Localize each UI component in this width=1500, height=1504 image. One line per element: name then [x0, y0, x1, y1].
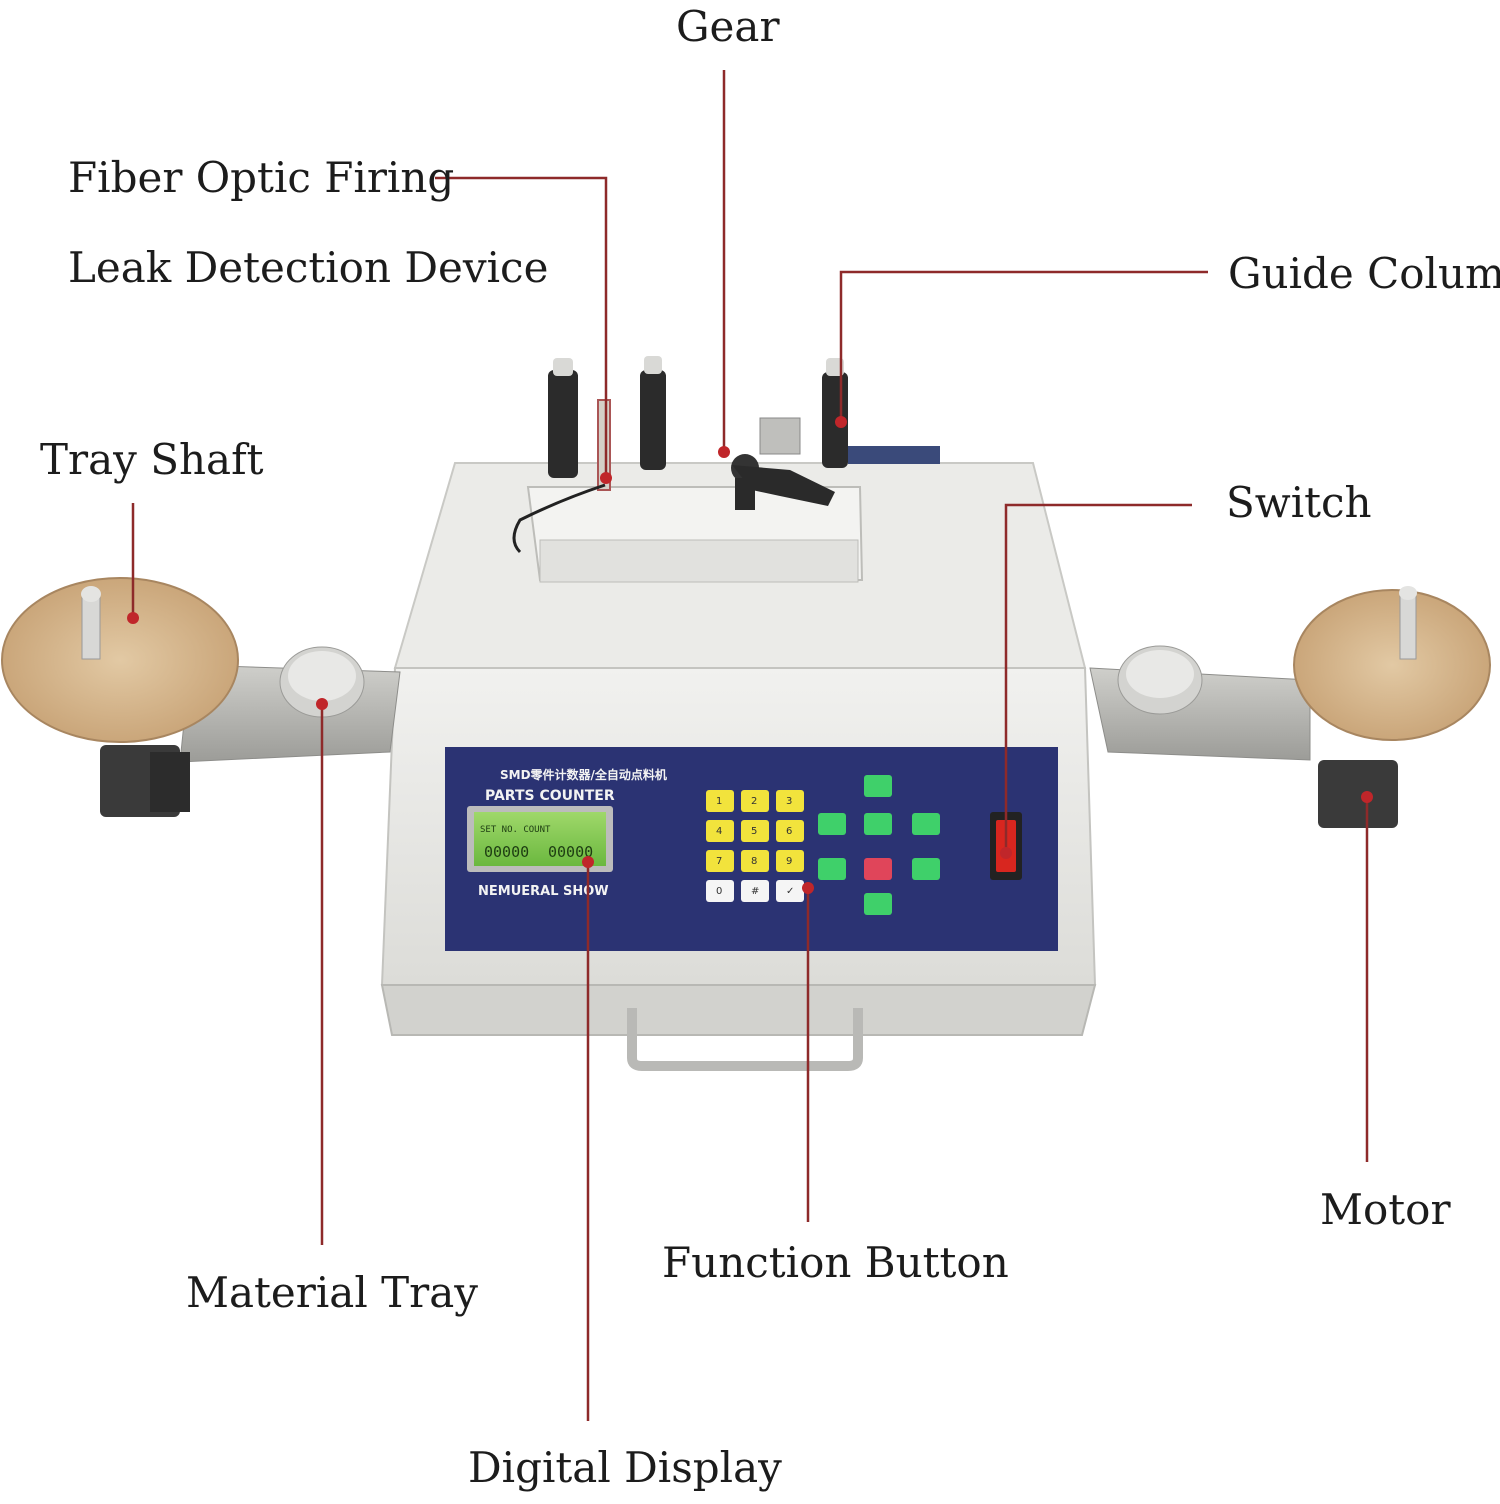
key-8-label: 8 [751, 856, 757, 867]
key-9[interactable] [776, 850, 804, 872]
carry-handle [627, 1008, 863, 1071]
guide-column-3-cap [826, 358, 844, 376]
digital-display-screen [474, 812, 606, 866]
panel-subtitle: NEMUERAL SHOW [478, 884, 609, 899]
fiber-cable [512, 483, 606, 554]
marker-function-button [802, 882, 814, 894]
machine-base [380, 984, 1097, 1036]
marker-material-tray [316, 698, 328, 710]
function-key-bottom[interactable] [864, 893, 892, 915]
marker-tray-shaft [127, 612, 139, 624]
key-7-label: 7 [716, 856, 722, 867]
right-motor-block [1318, 760, 1398, 828]
marker-gear [718, 446, 730, 458]
key-clear-label: # [751, 886, 759, 897]
key-1[interactable] [706, 790, 734, 812]
upper-mechanism [512, 356, 940, 583]
key-2-label: 2 [751, 796, 757, 807]
function-key-left[interactable] [818, 858, 846, 880]
right-tray-shaft-tip [1399, 586, 1417, 600]
key-clear[interactable] [741, 880, 769, 902]
label-gear: Gear [676, 2, 780, 51]
function-key-center-upper[interactable] [864, 813, 892, 835]
control-panel: SMD零件计数器/全自动点料机 PARTS COUNTER SET NO. CO… [445, 747, 1058, 951]
key-6[interactable] [776, 820, 804, 842]
label-fiber-optic-line2: Leak Detection Device [68, 243, 549, 292]
mechanism-plate-edge [539, 539, 859, 583]
lcd-count-value: 00000 [548, 843, 593, 861]
marker-motor [1361, 791, 1373, 803]
left-motor-side [150, 752, 190, 812]
marker-fiber [600, 472, 612, 484]
key-0[interactable] [706, 880, 734, 902]
function-key-right[interactable] [912, 858, 940, 880]
guide-column-1-cap [553, 358, 573, 376]
marker-guide-column [835, 416, 847, 428]
key-3[interactable] [776, 790, 804, 812]
callout-lines [131, 70, 1369, 1421]
key-7[interactable] [706, 850, 734, 872]
marker-switch [1000, 847, 1012, 859]
label-material-tray: Material Tray [186, 1268, 478, 1317]
label-fiber-optic-line1: Fiber Optic Firing [68, 153, 455, 202]
right-assembly [1089, 586, 1491, 828]
key-6-label: 6 [786, 826, 792, 837]
function-key-right-upper[interactable] [912, 813, 940, 835]
key-5-label: 5 [751, 826, 757, 837]
guide-column-1 [548, 370, 578, 478]
gear-housing [759, 417, 801, 455]
guide-column-2 [640, 370, 666, 470]
guide-column-2-cap [644, 356, 662, 374]
gear-post [735, 478, 755, 510]
right-pulley-top [1126, 650, 1194, 698]
panel-title: PARTS COUNTER [485, 788, 615, 804]
lcd-header-text: SET NO. COUNT [480, 825, 551, 835]
label-motor: Motor [1320, 1185, 1451, 1234]
left-tray-shaft-tip [81, 586, 101, 602]
key-enter[interactable] [776, 880, 804, 902]
function-key-top[interactable] [864, 775, 892, 797]
lcd-set-value: 00000 [484, 843, 529, 861]
right-material-reel [1293, 589, 1491, 741]
key-3-label: 3 [786, 796, 792, 807]
label-digital-display: Digital Display [468, 1443, 782, 1492]
panel-chinese-title: SMD零件计数器/全自动点料机 [500, 767, 667, 782]
left-tray-shaft [81, 596, 101, 660]
label-function-button: Function Button [662, 1238, 1009, 1287]
function-key-stop[interactable] [864, 858, 892, 880]
function-key-left-upper[interactable] [818, 813, 846, 835]
function-keypad [818, 775, 940, 915]
key-2[interactable] [741, 790, 769, 812]
label-tray-shaft: Tray Shaft [40, 435, 264, 484]
key-4[interactable] [706, 820, 734, 842]
pressure-arm [732, 465, 835, 506]
key-4-label: 4 [716, 826, 722, 837]
right-tray-shaft [1399, 594, 1417, 660]
key-1-label: 1 [716, 796, 722, 807]
key-0-label: 0 [716, 886, 722, 897]
numeric-keypad: 1 2 3 4 5 6 7 8 9 0 # ✓ [706, 790, 804, 902]
key-9-label: 9 [786, 856, 792, 867]
left-material-reel [1, 577, 239, 743]
key-enter-label: ✓ [786, 886, 794, 897]
key-8[interactable] [741, 850, 769, 872]
callout-markers [127, 416, 1373, 894]
back-circuit-board [848, 446, 940, 464]
callout-line-guide-column [839, 270, 1208, 420]
left-assembly [1, 577, 401, 817]
label-switch: Switch [1226, 478, 1372, 527]
marker-digital-display [582, 856, 594, 868]
callout-line-fiber [435, 176, 608, 478]
label-guide-column: Guide Column [1228, 249, 1500, 298]
left-pulley-top [288, 651, 356, 701]
callout-line-switch [1004, 503, 1192, 853]
key-5[interactable] [741, 820, 769, 842]
